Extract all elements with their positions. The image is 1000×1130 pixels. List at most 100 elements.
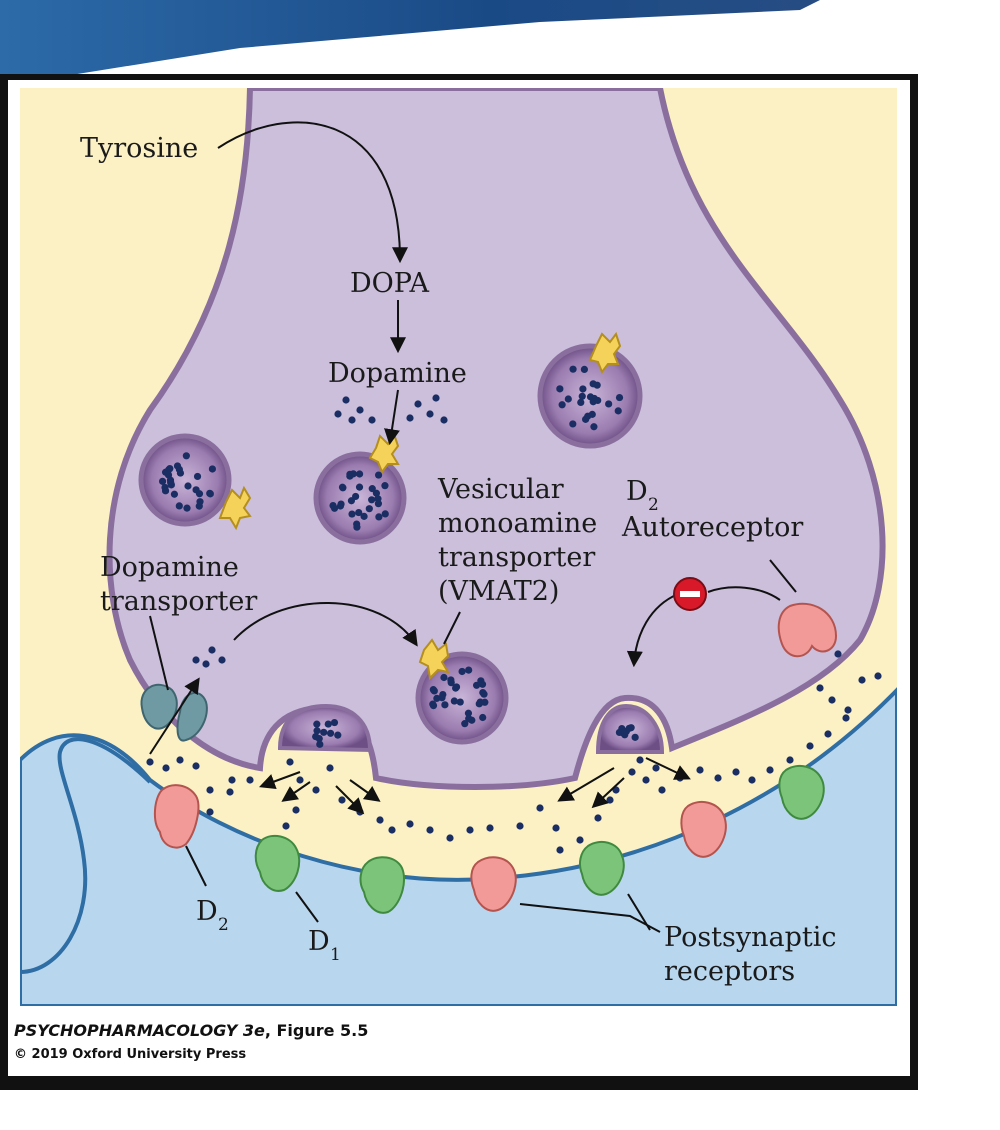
d2-auto-letter: D [626, 476, 648, 507]
dopamine-molecule [226, 788, 234, 796]
dopamine-molecule [352, 492, 360, 501]
vmat2-transporter [418, 638, 451, 681]
dopamine-molecule [316, 740, 324, 748]
dopamine-molecule [286, 758, 294, 766]
d2-receptor [680, 800, 727, 858]
dopamine-molecule [175, 502, 183, 510]
dopamine-molecule [192, 656, 200, 664]
dopamine-molecule [874, 672, 882, 680]
dopamine-molecule [447, 679, 455, 687]
dopamine-molecule [696, 766, 704, 774]
dopamine-molecule [360, 512, 368, 520]
dopamine-molecule [429, 700, 437, 708]
dopamine-molecule [429, 686, 437, 694]
dopamine-molecule [618, 724, 626, 733]
autoreceptor-word: Autoreceptor [621, 512, 803, 543]
dopamine-molecule [353, 523, 361, 531]
dopamine-molecule [584, 412, 592, 420]
dopamine-molecule [446, 834, 454, 842]
dopamine-molecules [146, 365, 882, 854]
tyrosine-to-dopa-arrow [217, 121, 408, 264]
dopamine-molecule [374, 471, 383, 479]
dopamine-molecule [834, 650, 842, 658]
dopamine-molecule [636, 756, 644, 764]
dopamine-molecule [313, 727, 321, 735]
dopamine-molecule [576, 836, 584, 844]
dopamine-molecule [456, 698, 464, 706]
neighbour-membrane [20, 737, 152, 974]
dopamine-molecule [594, 814, 602, 822]
dopamine-molecule [625, 724, 633, 732]
dopamine-molecule [452, 683, 461, 691]
dopamine-molecule [844, 706, 852, 714]
d2-label: D 2 [196, 896, 229, 935]
dopamine-molecule [375, 513, 383, 521]
dopamine-molecule [556, 846, 564, 854]
dopamine-molecule [642, 776, 650, 784]
dopamine-molecule [414, 400, 422, 408]
dopamine-molecule [176, 756, 184, 764]
leader-lines [149, 559, 797, 933]
dopamine-molecule [342, 396, 350, 404]
dopamine-molecule [440, 416, 448, 424]
dopamine-molecule [438, 694, 446, 702]
dopamine-molecule [348, 416, 356, 424]
dopamine-molecule [374, 495, 382, 503]
dopamine-molecule [320, 728, 328, 736]
dopamine-molecule [312, 732, 320, 741]
dopamine-molecule [348, 510, 356, 518]
dopamine-molecule [349, 470, 357, 478]
dopamine-molecule [828, 696, 836, 704]
postsynaptic-label: Postsynaptic receptors [664, 922, 837, 987]
dopamine-molecule [166, 464, 174, 473]
dopamine-molecule [313, 720, 321, 728]
dopamine-molecule [356, 470, 364, 478]
dopamine-molecule [714, 774, 722, 782]
vesicle [138, 433, 232, 527]
release-arrow [591, 777, 625, 809]
dopamine-molecule [426, 410, 434, 418]
vmat2-label: Vesicular monoamine transporter (VMAT2) [437, 474, 597, 607]
dopamine-molecule [569, 365, 577, 373]
dopamine-molecule [330, 718, 339, 727]
presynaptic-terminal [106, 88, 886, 790]
dopamine-molecule [816, 684, 824, 692]
dat-label-line: transporter [100, 586, 257, 617]
d1-receptor [579, 840, 625, 896]
dopamine-molecule [577, 398, 585, 407]
dopamine-molecule [461, 720, 469, 728]
d2-autoreceptor [777, 602, 838, 658]
dopamine-molecule [589, 380, 597, 388]
dopamine-molecule [196, 498, 204, 506]
dopamine-molecule [334, 731, 342, 739]
dopamine-molecule [468, 716, 476, 724]
dopamine-molecule [329, 502, 337, 510]
dopamine-molecule [732, 768, 740, 776]
dopamine-molecule [556, 385, 564, 393]
dopamine-molecule [164, 471, 173, 479]
vmat2-label-line: (VMAT2) [438, 576, 559, 607]
dopamine-molecule [193, 472, 202, 481]
dopamine-molecule [824, 730, 832, 738]
dopamine-molecule [376, 816, 384, 824]
dopamine-molecule [564, 395, 572, 403]
d1-label: D 1 [308, 926, 341, 965]
dopamine-molecule [365, 505, 373, 513]
dat-label-line: Dopamine [100, 552, 239, 583]
dopamine-molecule [192, 762, 200, 770]
dopamine-molecule [476, 698, 484, 706]
dopamine-molecule [858, 676, 866, 684]
dopamine-molecule [586, 393, 595, 401]
caption-copyright: © 2019 Oxford University Press [14, 1047, 246, 1062]
dopamine-molecule [173, 462, 182, 470]
d2-auto-subscript: 2 [648, 495, 659, 515]
dopamine-molecule [466, 826, 474, 834]
dopamine-molecule [465, 666, 473, 674]
dopamine-molecule [558, 401, 566, 409]
dopamine-molecule [450, 697, 458, 705]
dopamine-molecule [579, 385, 587, 393]
release-arrow [281, 781, 311, 802]
postsynaptic-receptors [154, 764, 825, 914]
pathway-arrows [149, 121, 781, 815]
